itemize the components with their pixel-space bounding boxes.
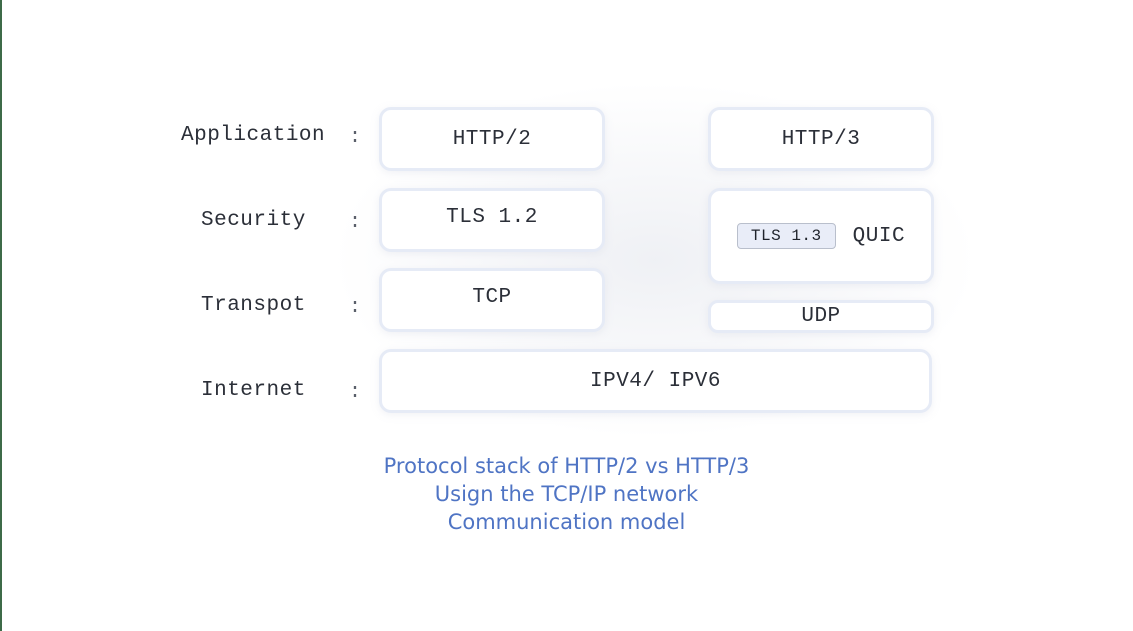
http2-security-text: TLS 1.2 (446, 206, 538, 229)
http3-application-box: HTTP/3 (708, 107, 934, 171)
layer-label-transport: Transpot (201, 294, 306, 317)
http3-security-box: TLS 1.3 QUIC (708, 188, 934, 284)
caption-line-3: Communication model (447, 510, 686, 534)
http2-application-box: HTTP/2 (379, 107, 605, 171)
diagram-caption: Protocol stack of HTTP/2 vs HTTP/3 Usign… (300, 452, 833, 536)
layer-label-internet: Internet (201, 379, 306, 402)
layer-colon-transport: : (349, 296, 362, 319)
http3-security-text: QUIC (852, 224, 906, 248)
tls13-badge: TLS 1.3 (736, 223, 836, 249)
http2-transport-box: TCP (379, 268, 605, 332)
caption-line-1: Protocol stack of HTTP/2 vs HTTP/3 (383, 454, 750, 478)
http2-security-box: TLS 1.2 (379, 188, 605, 252)
http3-application-text: HTTP/3 (781, 127, 861, 151)
internet-text: IPV4/ IPV6 (589, 369, 722, 393)
layer-colon-security: : (349, 211, 362, 234)
http3-transport-text: UDP (801, 305, 841, 328)
http2-transport-text: TCP (472, 286, 512, 309)
left-edge-line (0, 0, 2, 631)
layer-label-application: Application (181, 124, 326, 147)
http3-transport-box: UDP (708, 300, 934, 333)
layer-colon-internet: : (349, 381, 362, 404)
layer-label-security: Security (201, 209, 306, 232)
caption-line-2: Usign the TCP/IP network (434, 482, 699, 506)
http2-application-text: HTTP/2 (452, 127, 532, 151)
layer-colon-application: : (349, 126, 362, 149)
internet-box: IPV4/ IPV6 (379, 349, 932, 413)
